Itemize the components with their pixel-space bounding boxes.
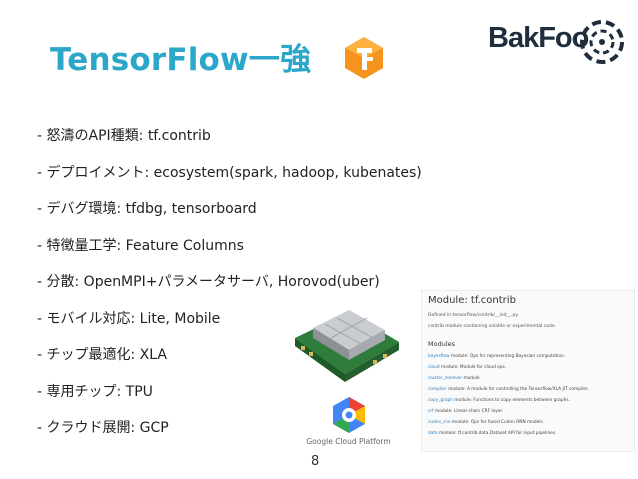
doc-module-link[interactable]: bayesflow	[428, 354, 450, 359]
doc-module-link[interactable]: data	[428, 431, 438, 436]
doc-module-link[interactable]: cluster_resolver	[428, 376, 463, 381]
doc-module-desc: module	[463, 376, 480, 381]
tf-contrib-docs-screenshot: Module: tf.contrib Defined in tensorflow…	[421, 290, 635, 452]
doc-module-row: cluster_resolver module	[428, 376, 480, 381]
bullet-item: - デバグ環境: tfdbg, tensorboard	[37, 201, 257, 217]
page-number: 8	[311, 454, 320, 469]
doc-module-row: copy_graph module: Functions to copy ele…	[428, 398, 570, 403]
bullet-item: - デプロイメント: ecosystem(spark, hadoop, kube…	[37, 164, 422, 181]
doc-module-desc: module: Ops for fused Cudnn RNN models.	[451, 420, 545, 425]
doc-title: Module: tf.contrib	[428, 295, 516, 306]
doc-module-row: compiler module: A module for controllin…	[428, 387, 589, 392]
doc-module-row: data module: tf.contrib.data.Dataset API…	[428, 431, 556, 436]
bakfoo-logo: BakFoo	[488, 14, 628, 70]
bullet-item: - チップ最適化: XLA	[37, 347, 167, 363]
doc-module-desc: module: tf.contrib.data.Dataset API for …	[439, 431, 557, 436]
gcp-label: Google Cloud Platform	[306, 437, 391, 446]
doc-module-row: bayesflow module: Ops for representing B…	[428, 354, 565, 359]
slide-title: TensorFlow一強	[50, 42, 312, 78]
bullet-list: - 怒濤のAPI種類: tf.contrib - デプロイメント: ecosys…	[37, 118, 422, 447]
doc-module-link[interactable]: cudnn_rnn	[428, 420, 451, 425]
bakfoo-logo-icon	[580, 20, 624, 64]
bullet-item: - 特徴量工学: Feature Columns	[37, 237, 244, 254]
doc-module-link[interactable]: cloud	[428, 365, 440, 370]
doc-defined-in: Defined in tensorflow/contrib/__init__.p…	[428, 313, 519, 318]
doc-module-row: cloud module: Module for cloud ops.	[428, 365, 506, 370]
doc-module-desc: module: Ops for representing Bayesian co…	[451, 354, 566, 359]
bullet-item: - 専用チップ: TPU	[37, 383, 153, 400]
doc-module-row: crf module: Linear-chain CRF layer.	[428, 409, 503, 414]
doc-module-desc: module: Functions to copy elements betwe…	[454, 398, 570, 403]
doc-module-link[interactable]: copy_graph	[428, 398, 453, 403]
doc-module-link[interactable]: compiler	[428, 387, 447, 392]
google-cloud-platform-logo: Google Cloud Platform	[291, 393, 406, 455]
google-cloud-icon	[333, 397, 365, 433]
doc-modules-heading: Modules	[428, 340, 456, 348]
doc-description: contrib module containing volatile or ex…	[428, 324, 557, 329]
doc-module-desc: module: Linear-chain CRF layer.	[435, 409, 504, 414]
brand-name: BakFoo	[488, 22, 589, 54]
bullet-item: - 怒濤のAPI種類: tf.contrib	[37, 128, 211, 144]
bullet-item: - モバイル対応: Lite, Mobile	[37, 310, 221, 327]
doc-module-link[interactable]: crf	[428, 409, 434, 414]
tpu-chip-image	[295, 310, 399, 382]
doc-module-desc: module: Module for cloud ops.	[441, 365, 507, 370]
doc-module-desc: module: A module for controlling the Ten…	[448, 387, 589, 392]
doc-module-row: cudnn_rnn module: Ops for fused Cudnn RN…	[428, 420, 544, 425]
tensorflow-logo-icon	[345, 37, 383, 79]
bullet-item: - クラウド展開: GCP	[37, 420, 169, 436]
bullet-item: - 分散: OpenMPI+パラメータサーバ, Horovod(uber)	[37, 274, 380, 290]
